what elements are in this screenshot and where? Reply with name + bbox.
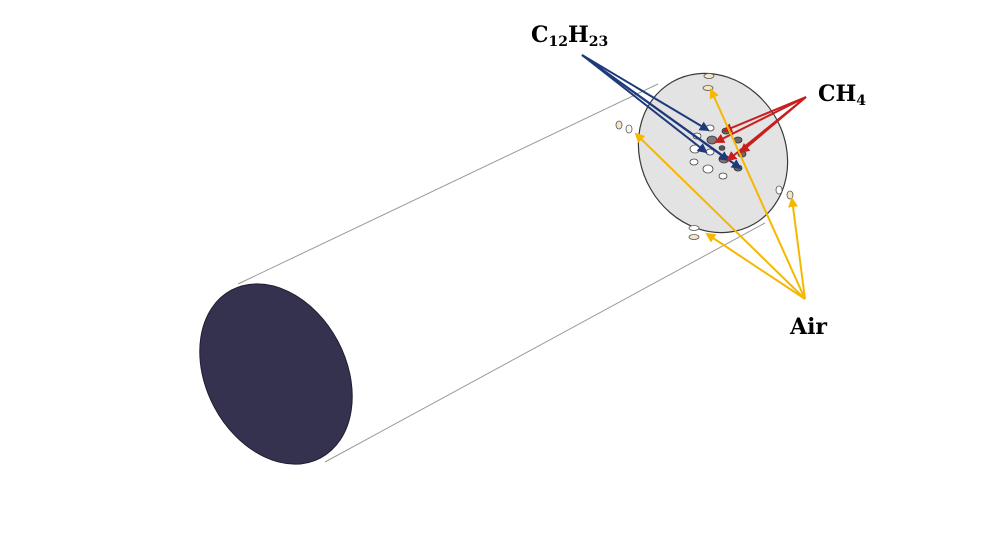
air-arrow [634,132,806,300]
fuel-label-sub-12: 12 [548,34,568,50]
air-arrow [705,232,806,300]
cylinder-body [238,84,765,462]
nozzle-hole [689,158,699,166]
air-inlet [702,85,714,91]
air-inlet [615,120,623,130]
fuel-arrow [581,54,710,132]
nozzle-hole [702,164,714,174]
air-inlet [688,234,700,240]
fuel-label-c: C [531,22,549,48]
ch4-arrow [722,96,807,133]
fuel-injector [718,145,726,151]
air-inlet [703,73,715,79]
fuel-label-h: H [568,22,589,48]
ch4-label-sub: 4 [856,93,867,109]
ch4-arrow [726,96,807,162]
fuel-arrow [581,54,708,154]
fuel-arrows [581,54,742,170]
fuel-arrow [581,54,730,162]
ch4-label: CH4 [818,83,866,108]
air-arrows [634,88,806,300]
cylinder-top-edge [237,83,659,285]
air-arrow [788,197,806,300]
air-inlet [688,225,700,231]
fuel-label: C12H23 [531,24,608,49]
fuel-injector [706,135,718,145]
air-inlets [615,73,794,240]
nozzle-hole [718,172,728,180]
fuel-label-sub-23: 23 [588,34,609,50]
ch4-label-base: CH [818,81,857,107]
cylinder-bottom-edge [324,222,766,463]
outlet-face [199,283,353,465]
air-inlet [786,190,794,200]
air-label: Air [790,314,828,340]
air-inlet [775,185,783,195]
air-inlet [625,124,633,134]
air-arrow [709,88,806,300]
